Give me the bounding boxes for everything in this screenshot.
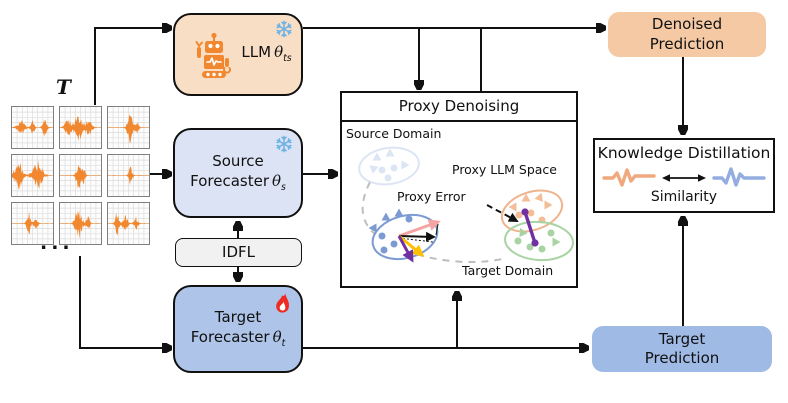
snowflake-icon (276, 135, 292, 153)
similarity-row (602, 165, 766, 191)
double-arrow-icon (662, 174, 706, 182)
proxy-error-pointer-arrow (486, 204, 519, 222)
blue-waveform-icon (712, 167, 766, 187)
proxy-denoising-title: Proxy Denoising (342, 93, 576, 122)
target-prediction-box: Target Prediction (592, 326, 772, 372)
orange-waveform-icon (602, 168, 656, 187)
waveform-shape (12, 160, 53, 190)
source-forecaster-line1: Source (212, 152, 264, 171)
proxy-error-segment (523, 211, 537, 244)
waveform-shape (108, 166, 149, 186)
proxy-error-endpoint (531, 239, 539, 247)
flame-icon (276, 293, 290, 313)
waveform-shape (12, 119, 53, 137)
pink-arrow (398, 219, 441, 238)
input-set-label: T (56, 75, 71, 99)
cluster-plot (358, 146, 574, 264)
waveform-thumbnail (107, 106, 150, 149)
target-forecaster-line1: Target (214, 308, 262, 327)
knowledge-distillation-box: Knowledge Distillation Similarity (593, 138, 775, 213)
proxy-target-cluster (504, 220, 574, 262)
knowledge-distillation-title: Knowledge Distillation (597, 144, 771, 162)
waveform-thumbnail (11, 106, 54, 149)
waveform-thumbnail (107, 154, 150, 197)
black-arrow (398, 231, 436, 242)
waveform-thumbnail (59, 154, 102, 197)
similarity-label: Similarity (650, 189, 718, 206)
dotted-line (398, 237, 434, 243)
waveform-shape (60, 164, 101, 189)
idfl-box: IDFL (175, 238, 302, 267)
source-domain-cluster (358, 146, 420, 186)
waveform-thumbnail (107, 202, 150, 245)
thin-line (435, 223, 439, 236)
domain-shift-dashed-curve (361, 181, 503, 264)
waveform-shape (12, 211, 53, 235)
waveform-thumbnail (11, 154, 54, 197)
waveform-shape (108, 113, 149, 144)
waveform-shape (60, 210, 101, 240)
target-prediction-line1: Target (658, 329, 706, 348)
idfl-label: IDFL (222, 242, 255, 261)
snowflake-icon (276, 20, 292, 38)
purple-arrow (397, 235, 414, 263)
denoised-prediction-line2: Prediction (649, 34, 725, 53)
proxy-denoising-panel: Proxy Denoising Source Domain Proxy LLM … (340, 91, 578, 288)
proxy-error-endpoint (521, 208, 529, 216)
waveform-thumbnail (59, 106, 102, 149)
yellow-arrow (398, 234, 425, 257)
denoised-prediction-line1: Denoised (651, 15, 723, 33)
waveform-shape (60, 116, 101, 142)
target-prediction-line2: Prediction (644, 349, 720, 367)
robot-icon (195, 32, 232, 78)
waveform-thumbnail (11, 202, 54, 245)
waveform-shape (108, 212, 149, 236)
denoised-prediction-box: Denoised Prediction (608, 12, 766, 57)
waveform-thumbnail (59, 202, 102, 245)
